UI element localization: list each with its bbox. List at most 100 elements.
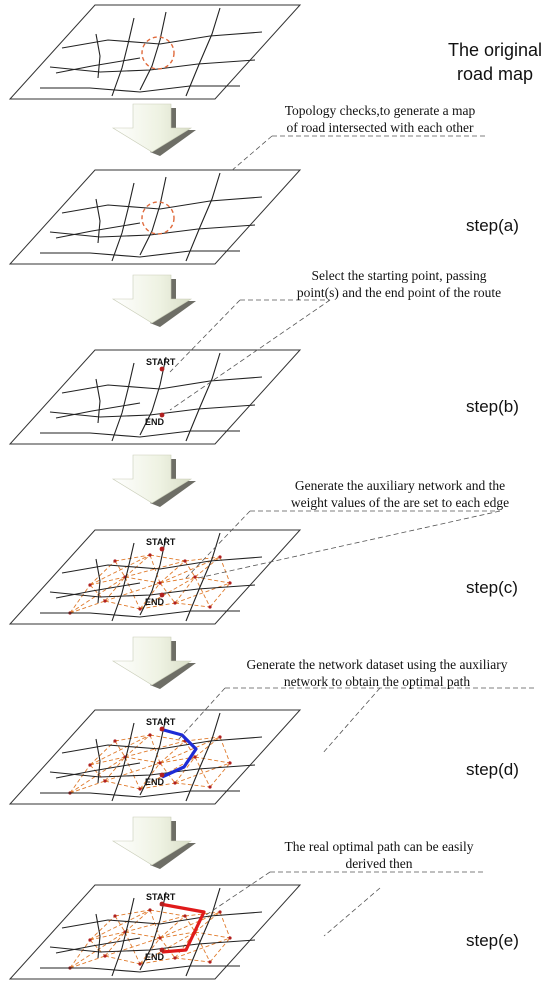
road-line	[139, 176, 167, 256]
arrow-face	[111, 103, 193, 153]
auxiliary-node	[138, 607, 142, 611]
auxiliary-node	[173, 601, 177, 605]
annotation-line-2: of road intersected with each other	[286, 120, 474, 135]
auxiliary-node	[208, 960, 212, 964]
annotation-line-2: point(s) and the end point of the route	[296, 285, 502, 300]
start-marker-label: START	[146, 892, 176, 902]
end-point	[159, 592, 165, 598]
arrow-face	[111, 454, 193, 504]
down-arrow	[111, 816, 196, 869]
auxiliary-node	[138, 962, 142, 966]
road-line	[61, 556, 263, 574]
original-plane	[8, 4, 302, 100]
arrow-face	[111, 636, 193, 686]
title-line-2: road map	[456, 64, 534, 84]
auxiliary-edge	[159, 582, 176, 604]
auxiliary-edge	[149, 554, 186, 562]
auxiliary-node	[193, 575, 197, 579]
auxiliary-node	[148, 908, 152, 912]
auxiliary-node	[103, 599, 107, 603]
auxiliary-edge	[124, 756, 161, 764]
auxiliary-edge	[159, 560, 186, 584]
auxiliary-node	[193, 755, 197, 759]
auxiliary-edge	[184, 556, 221, 562]
auxiliary-edge	[194, 756, 211, 788]
start-point	[159, 546, 165, 552]
end-point	[159, 772, 165, 778]
original-layer	[8, 4, 302, 100]
down-arrow	[111, 103, 196, 156]
down-arrow	[111, 274, 196, 327]
road-line	[40, 965, 240, 973]
auxiliary-node	[103, 779, 107, 783]
step-e-plane	[8, 884, 302, 980]
auxiliary-edge	[124, 576, 161, 584]
auxiliary-edge	[104, 576, 126, 602]
auxiliary-node	[88, 763, 92, 767]
auxiliary-edge	[159, 915, 186, 939]
end-marker-label: END	[145, 417, 165, 427]
auxiliary-edge	[139, 957, 176, 965]
title-line-1: The original	[447, 40, 543, 60]
auxiliary-edge	[114, 915, 126, 933]
auxiliary-edge	[89, 909, 151, 941]
auxiliary-node	[218, 735, 222, 739]
auxiliary-edge	[139, 931, 196, 965]
auxiliary-node	[183, 914, 187, 918]
auxiliary-edge	[69, 764, 91, 794]
road-line	[111, 722, 135, 802]
auxiliary-edge	[104, 762, 161, 782]
auxiliary-edge	[114, 554, 151, 562]
step-a-plane	[8, 169, 302, 265]
road-line	[95, 378, 101, 424]
annotation-leader-line	[321, 687, 381, 755]
auxiliary-node	[158, 581, 162, 585]
auxiliary-node	[148, 553, 152, 557]
step-a-label: step(a)	[466, 216, 519, 235]
step-e-annotation: The real optimal path can be easily deri…	[268, 838, 490, 872]
auxiliary-edge	[219, 556, 231, 584]
auxiliary-edge	[124, 931, 141, 965]
road-line	[40, 430, 240, 438]
end-point	[159, 947, 165, 953]
road-line	[111, 17, 135, 97]
road-line	[95, 738, 101, 784]
auxiliary-edge	[104, 780, 141, 790]
road-line	[61, 376, 263, 394]
auxiliary-node	[113, 559, 117, 563]
road-line	[95, 33, 101, 79]
auxiliary-edge	[124, 554, 151, 578]
auxiliary-edge	[104, 937, 161, 957]
auxiliary-edge	[184, 560, 196, 578]
road-line	[185, 352, 221, 442]
auxiliary-edge	[114, 909, 151, 917]
auxiliary-node	[88, 583, 92, 587]
road-line	[40, 250, 240, 258]
step-a-layer	[8, 169, 302, 265]
real-optimal-path	[159, 902, 206, 954]
auxiliary-edge	[159, 931, 196, 939]
auxiliary-node	[158, 936, 162, 940]
auxiliary-edge	[69, 756, 126, 794]
auxiliary-edge	[124, 915, 186, 933]
arrow-face	[111, 816, 193, 866]
step-e-label: step(e)	[466, 931, 519, 950]
auxiliary-edge	[69, 576, 126, 614]
annotation-line-2: weight values of the are set to each edg…	[290, 495, 510, 510]
annotation-line-1: The real optimal path can be easily	[284, 839, 474, 854]
auxiliary-edge	[149, 734, 186, 742]
auxiliary-edge	[174, 602, 211, 608]
annotation-line-1: Generate the network dataset using the a…	[246, 657, 508, 672]
step-d-plane	[8, 709, 302, 805]
auxiliary-edge	[89, 939, 106, 957]
end-marker-label: END	[145, 777, 165, 787]
auxiliary-edge	[149, 909, 186, 917]
start-point	[159, 366, 165, 372]
road-line	[95, 558, 101, 604]
road-line	[40, 610, 240, 618]
topology-check-circle	[141, 36, 175, 70]
auxiliary-edge	[89, 584, 106, 602]
auxiliary-edge	[194, 576, 231, 584]
auxiliary-edge	[124, 734, 151, 758]
